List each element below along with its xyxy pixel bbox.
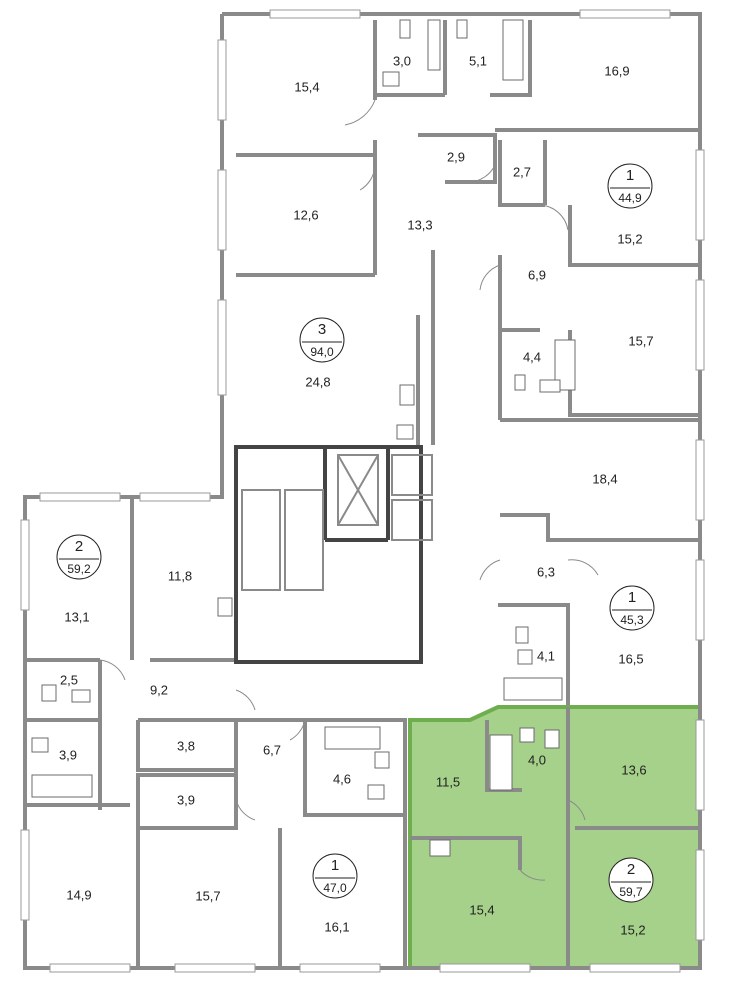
room-area: 3,9 [59, 747, 77, 762]
apartment-total-area: 44,9 [618, 191, 642, 205]
room-area: 4,1 [537, 648, 555, 663]
apartment-total-area: 45,3 [620, 613, 644, 627]
windows [20, 9, 705, 973]
room-area: 3,9 [177, 792, 195, 807]
room-area: 16,5 [618, 651, 643, 666]
room-area: 24,8 [305, 374, 330, 389]
room-area: 11,5 [436, 774, 460, 789]
room-area: 15,7 [628, 333, 653, 348]
room-area: 15,2 [617, 231, 642, 246]
apartment-room-count: 2 [75, 538, 83, 555]
apartment-total-area: 47,0 [323, 881, 347, 895]
room-area: 16,9 [604, 63, 629, 78]
room-area: 2,7 [513, 164, 531, 179]
room-area: 13,6 [621, 762, 646, 777]
room-area: 3,8 [177, 738, 195, 753]
room-area: 2,5 [60, 672, 78, 687]
doors [99, 99, 599, 881]
room-area: 5,1 [469, 53, 487, 68]
room-area: 18,4 [592, 471, 617, 486]
apartment-badge[interactable]: 1 44,9 [607, 163, 653, 209]
stairs-icon [241, 489, 324, 591]
room-area: 15,4 [294, 79, 319, 94]
apartment-badge[interactable]: 3 94,0 [299, 317, 345, 363]
room-area: 12,6 [293, 207, 318, 222]
room-area: 9,2 [150, 682, 168, 697]
room-area: 16,1 [324, 919, 349, 934]
room-area: 6,3 [537, 564, 555, 579]
apartment-total-area: 59,2 [67, 562, 91, 576]
room-area: 15,4 [469, 902, 494, 917]
apartment-room-count: 1 [628, 589, 636, 606]
apartment-room-count: 1 [626, 167, 634, 184]
room-area: 4,0 [528, 752, 546, 767]
room-area: 13,1 [64, 609, 89, 624]
room-area: 3,0 [393, 53, 411, 68]
building-core [234, 445, 433, 664]
room-area: 15,7 [195, 888, 220, 903]
fixtures [31, 19, 576, 857]
room-area: 6,9 [528, 267, 546, 282]
room-area: 11,8 [168, 568, 192, 583]
room-labels: 15,4 3,0 5,1 16,9 2,9 12,6 13,3 2,7 15,2… [59, 53, 654, 937]
room-area: 6,7 [263, 742, 281, 757]
apartment-badge[interactable]: 2 59,2 [56, 534, 102, 580]
apartment-room-count: 1 [331, 857, 339, 874]
apartment-room-count: 3 [318, 321, 326, 338]
apartment-total-area: 94,0 [310, 345, 334, 359]
room-area: 2,9 [447, 149, 465, 164]
apartment-badges: 3 94,0 1 44,9 2 59,2 1 45,3 1 47,0 [56, 163, 655, 903]
apartment-total-area: 59,7 [619, 885, 643, 899]
room-area: 14,9 [66, 887, 91, 902]
apartment-badge[interactable]: 1 45,3 [609, 585, 655, 631]
room-area: 15,2 [620, 922, 645, 937]
apartment-badge[interactable]: 1 47,0 [312, 853, 358, 899]
apartment-room-count: 2 [627, 861, 635, 878]
room-area: 4,6 [333, 771, 351, 786]
room-area: 4,4 [523, 349, 541, 364]
apartment-badge[interactable]: 2 59,7 [608, 857, 654, 903]
room-area: 13,3 [407, 217, 432, 232]
